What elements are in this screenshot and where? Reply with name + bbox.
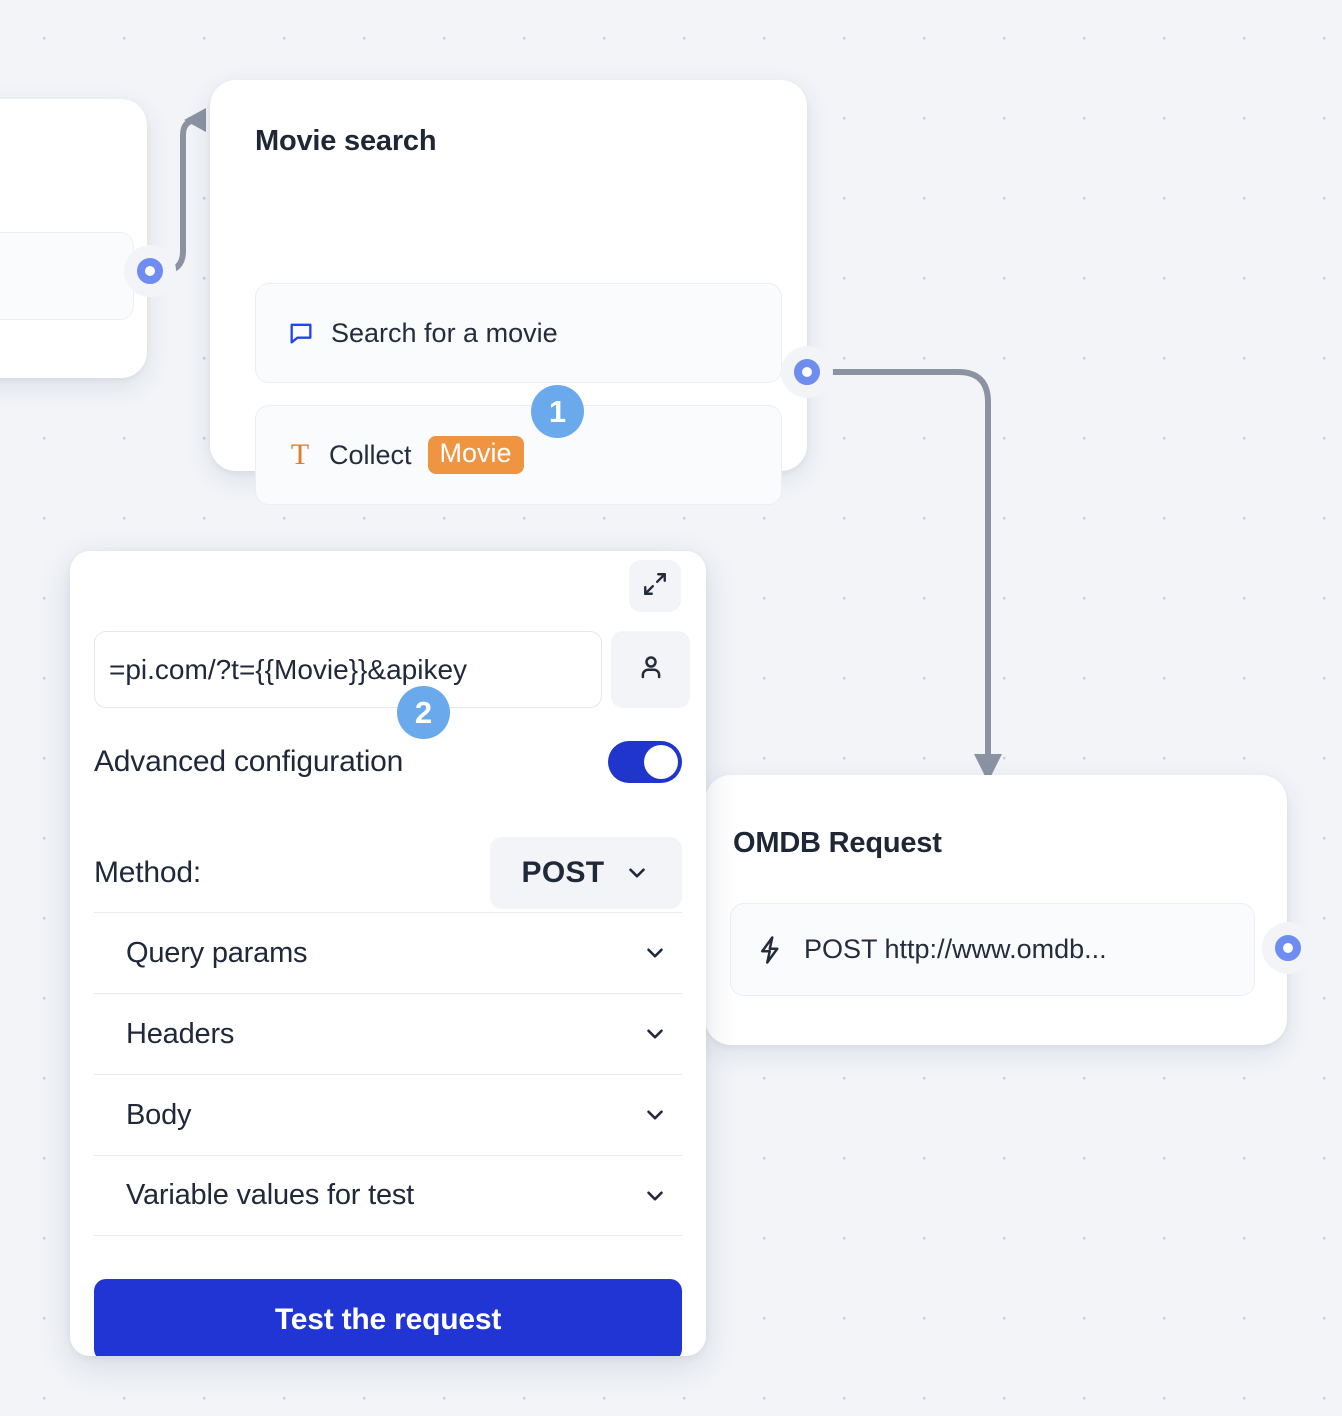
method-row: Method: POST: [94, 837, 682, 909]
url-row: [94, 631, 690, 708]
section-label: Headers: [126, 1017, 235, 1050]
partial-node-row[interactable]: [0, 232, 134, 320]
section-body[interactable]: Body: [94, 1074, 682, 1155]
node-row-label: Search for a movie: [331, 317, 558, 348]
advanced-configuration-toggle[interactable]: [608, 741, 682, 783]
lightning-bolt-icon: [756, 935, 786, 965]
port-omdb-request-output[interactable]: [1262, 922, 1314, 974]
method-selected-value: POST: [521, 856, 605, 889]
section-variable-values-for-test[interactable]: Variable values for test: [94, 1155, 682, 1236]
node-omdb-request-title: OMDB Request: [733, 827, 942, 859]
chat-bubble-icon: [287, 319, 315, 347]
edge-movie-search-to-omdb: [826, 369, 991, 761]
request-config-panel[interactable]: Advanced configuration Method: POST Quer…: [70, 551, 706, 1356]
node-movie-search-title: Movie search: [255, 125, 437, 157]
port-movie-search-output[interactable]: [781, 346, 833, 398]
expand-diagonal-icon: [642, 571, 668, 602]
section-query-params[interactable]: Query params: [94, 912, 682, 993]
person-icon: [636, 652, 666, 687]
chevron-down-icon: [642, 940, 668, 966]
node-row-search-for-a-movie[interactable]: Search for a movie: [255, 283, 782, 383]
step-badge-1: 1: [531, 385, 584, 438]
edge-arrowhead-movie-search: [184, 108, 206, 132]
advanced-configuration-label: Advanced configuration: [94, 745, 404, 778]
node-row-label: POST http://www.omdb...: [804, 934, 1107, 964]
chevron-down-icon: [642, 1021, 668, 1047]
section-headers[interactable]: Headers: [94, 993, 682, 1074]
auth-user-button[interactable]: [611, 631, 690, 708]
section-label: Body: [126, 1098, 192, 1131]
section-label: Query params: [126, 936, 308, 969]
method-select[interactable]: POST: [490, 837, 682, 909]
advanced-configuration-row: Advanced configuration: [94, 741, 682, 783]
method-label: Method:: [94, 856, 201, 889]
text-t-icon: T: [290, 438, 310, 471]
partial-node[interactable]: [0, 99, 147, 378]
node-row-label: Collect: [329, 439, 412, 470]
chevron-down-icon: [642, 1183, 668, 1209]
chevron-down-icon: [624, 860, 650, 886]
node-row-post-request[interactable]: POST http://www.omdb...: [730, 903, 1255, 996]
config-sections: Query params Headers Body: [94, 912, 682, 1236]
port-partial-node-output[interactable]: [124, 245, 176, 297]
section-label: Variable values for test: [126, 1179, 415, 1211]
step-badge-2: 2: [397, 686, 450, 739]
test-the-request-button[interactable]: Test the request: [94, 1279, 682, 1356]
node-movie-search[interactable]: Movie search Search for a movie T Collec…: [210, 80, 807, 505]
node-omdb-request[interactable]: OMDB Request POST http://www.omdb...: [705, 775, 1287, 1045]
request-url-input[interactable]: [94, 631, 602, 708]
chevron-down-icon: [642, 1102, 668, 1128]
expand-panel-button[interactable]: [629, 560, 681, 612]
node-row-collect-movie[interactable]: T Collect Movie: [255, 405, 782, 505]
variable-chip-movie[interactable]: Movie: [427, 436, 524, 474]
